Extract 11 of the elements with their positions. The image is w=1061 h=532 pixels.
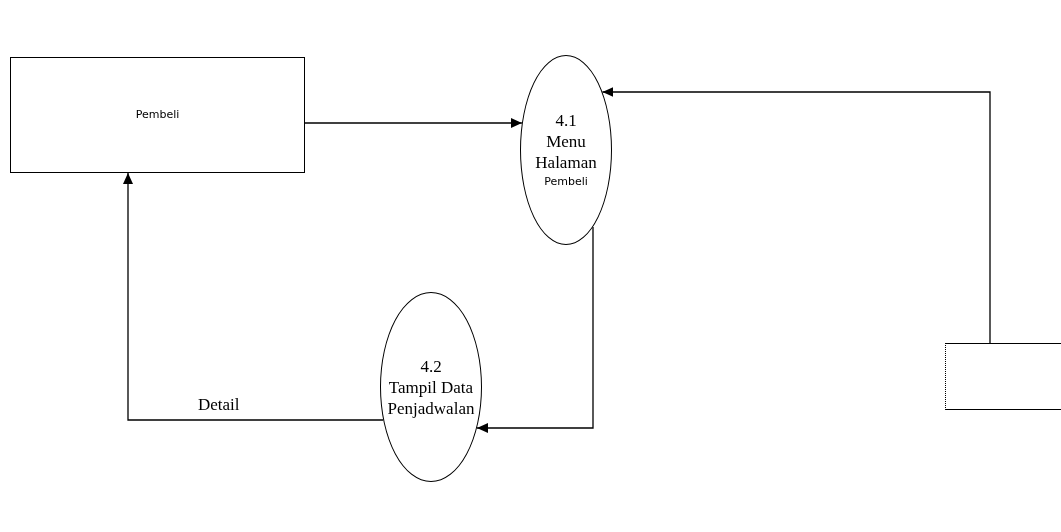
arrow [123, 172, 384, 421]
arrow [601, 87, 991, 344]
process-number: 4.2 [420, 355, 442, 377]
node-label: Tampil Data Penjadwalan [386, 376, 476, 419]
node-label: Pembeli [135, 107, 180, 123]
arrow [476, 226, 594, 433]
node-label: Pembeli [544, 173, 588, 190]
node-label: Menu Halaman [534, 130, 598, 173]
data-store-box [945, 343, 1061, 410]
process-number: 4.1 [555, 109, 577, 131]
entity-box [10, 57, 305, 173]
